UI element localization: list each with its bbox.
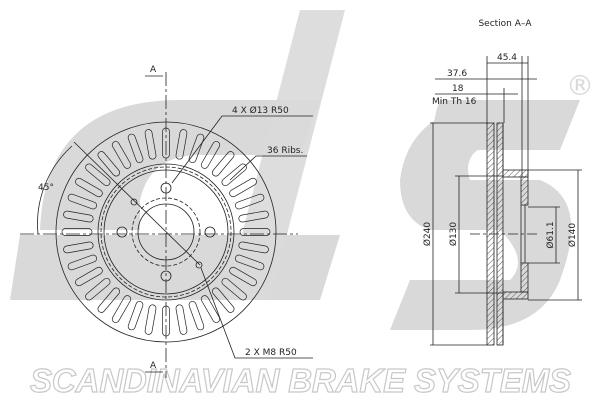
dim-outer-diameter: Ø240 (422, 222, 433, 247)
rib-slot (229, 177, 257, 198)
bolt-hole (204, 226, 216, 238)
angle-label: 45° (38, 183, 54, 193)
rib-slot (200, 141, 221, 169)
threaded-hole (130, 198, 138, 206)
dim-thickness: 18 (452, 84, 464, 94)
rib-slot (144, 129, 157, 160)
threaded-holes-label: 2 X M8 R50 (245, 348, 297, 358)
dim-offset: 37.6 (447, 69, 467, 79)
dim-inner-diameter: Ø130 (448, 222, 459, 247)
rib-slot (200, 295, 221, 323)
section-mark-bottom: A (150, 361, 157, 371)
rib-slot (234, 254, 265, 271)
rib-slot (97, 287, 121, 313)
rib-slot (75, 177, 103, 198)
rib-slot (111, 141, 132, 169)
rib-slot (63, 241, 94, 254)
dim-center-bore: Ø61.1 (545, 221, 556, 248)
ribs-label: 36 Ribs. (267, 146, 303, 156)
rib-slot (85, 277, 111, 301)
rib-slot (97, 151, 121, 177)
section-title: Section A–A (478, 19, 532, 29)
rib-slot (61, 228, 93, 236)
rib-slot (67, 193, 98, 210)
rib-slot (238, 210, 269, 223)
rib-slot (188, 133, 205, 164)
disc-front-view (20, 72, 313, 378)
bolt-holes-label: 4 X Ø13 R50 (232, 105, 289, 116)
ribs-group (61, 127, 271, 337)
rib-slot (211, 151, 235, 177)
rib-slot (188, 300, 205, 331)
rib-slot (175, 129, 188, 160)
rib-slot (211, 287, 235, 313)
rib-slot (75, 266, 103, 287)
rib-slot (63, 210, 94, 223)
registered-mark: ® (566, 69, 594, 102)
rib-slot (238, 241, 269, 254)
rib-slot (111, 295, 132, 323)
rib-slot (127, 300, 144, 331)
brand-text-watermark: SCANDINAVIAN BRAKE SYSTEMS (30, 362, 571, 399)
sbs-logo-watermark (10, 10, 580, 330)
rib-slot (221, 277, 247, 301)
rib-slot (127, 133, 144, 164)
threaded-hole (195, 261, 203, 269)
rib-slot (85, 163, 111, 187)
dim-hat-diameter: Ø140 (567, 223, 578, 248)
section-mark-top: A (150, 65, 157, 75)
rib-slot (239, 228, 271, 236)
rib-slot (144, 304, 157, 335)
rib-slot (67, 254, 98, 271)
rib-slot (175, 304, 188, 335)
dim-min-thickness: Min Th 16 (432, 97, 477, 107)
rib-slot (234, 193, 265, 210)
rib-slot (229, 266, 257, 287)
bolt-hole (116, 226, 128, 238)
disc-section-view (430, 56, 582, 346)
dim-width-total: 45.4 (497, 53, 517, 63)
